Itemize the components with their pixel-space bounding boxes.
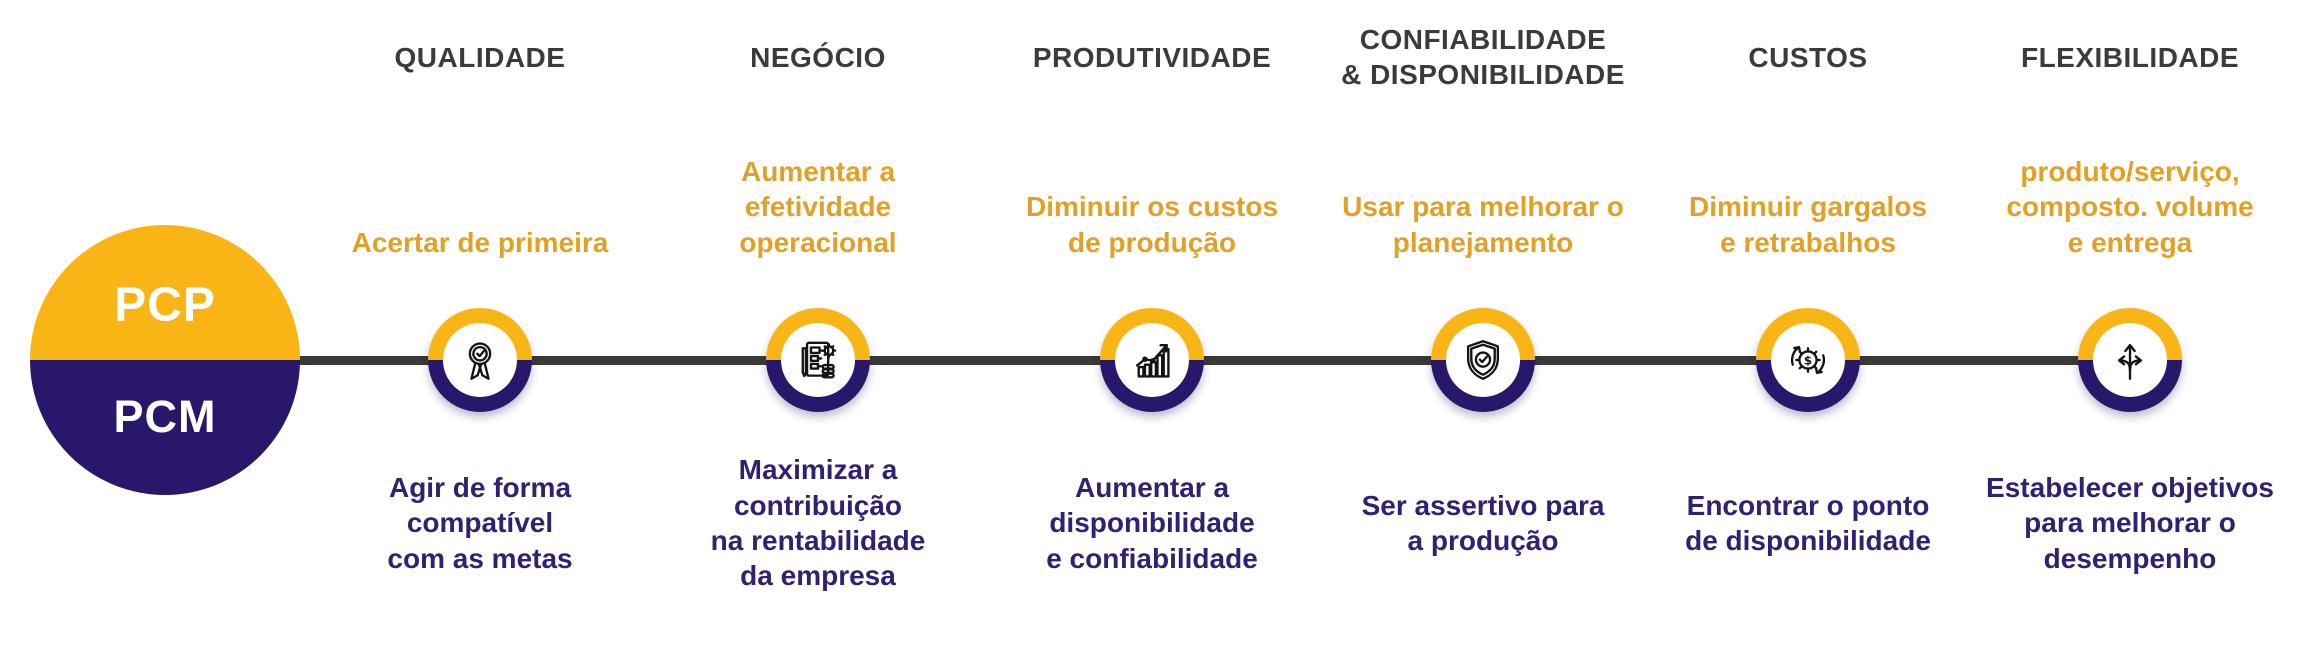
column-produtividade: PRODUTIVIDADE Diminuir os custos de prod… [977, 0, 1327, 651]
pcm-goal-text: Encontrar o ponto de disponibilidade [1685, 489, 1931, 556]
pcp-goal-text: Diminuir os custos de produção [1025, 191, 1279, 258]
timeline-node [1431, 308, 1535, 412]
pcp-goal-text: Diminuir gargalos e retrabalhos [1688, 191, 1928, 258]
column-qualidade: QUALIDADE Acertar de primeira Agir de fo… [305, 0, 655, 651]
category-header: NEGÓCIO [750, 41, 886, 73]
column-negocio: NEGÓCIO Aumentar a efetividade operacion… [643, 0, 993, 651]
timeline-node [2078, 308, 2182, 412]
column-confiabilidade: CONFIABILIDADE & DISPONIBILIDADE Usar pa… [1308, 0, 1658, 651]
pcp-pcm-circle: PCP PCM [30, 225, 300, 495]
timeline-node [1100, 308, 1204, 412]
branch-arrows-icon [2093, 323, 2167, 397]
timeline-node [428, 308, 532, 412]
pcm-goal-text: Ser assertivo para a produção [1361, 489, 1605, 556]
category-header: QUALIDADE [394, 41, 566, 73]
category-header: PRODUTIVIDADE [1032, 41, 1272, 73]
gear-dollar-icon: $ [1771, 323, 1845, 397]
document-gear-icon [781, 323, 855, 397]
pcm-goal-text: Agir de forma compatível com as metas [387, 472, 573, 574]
pcp-goal-text: Usar para melhorar o planejamento [1342, 191, 1624, 258]
timeline-node: $ [1756, 308, 1860, 412]
pcp-goal-text: Aumentar a efetividade operacional [739, 156, 897, 258]
pcm-goal-text: Aumentar a disponibilidade e confiabilid… [1046, 472, 1258, 574]
pcp-goal-text: Acertar de primeira [351, 226, 609, 258]
award-ribbon-icon [443, 323, 517, 397]
pcp-goal-text: produto/serviço, composto. volume e entr… [2006, 156, 2254, 258]
svg-text:$: $ [1804, 353, 1812, 367]
pcm-goal-text: Estabelecer objetivos para melhorar o de… [1986, 472, 2274, 574]
shield-check-icon [1446, 323, 1520, 397]
category-header: CONFIABILIDADE & DISPONIBILIDADE [1341, 24, 1625, 90]
pcm-goal-text: Maximizar a contribuição na rentabilidad… [710, 454, 926, 592]
growth-chart-icon [1115, 323, 1189, 397]
pcm-label: PCM [113, 391, 217, 442]
column-custos: CUSTOS Diminuir gargalos e retrabalhos $… [1633, 0, 1983, 651]
timeline-node [766, 308, 870, 412]
category-header: FLEXIBILIDADE [2020, 41, 2240, 73]
pcp-label: PCP [114, 278, 216, 332]
column-flexibilidade: FLEXIBILIDADE produto/serviço, composto.… [1955, 0, 2305, 651]
category-header: CUSTOS [1748, 41, 1868, 73]
